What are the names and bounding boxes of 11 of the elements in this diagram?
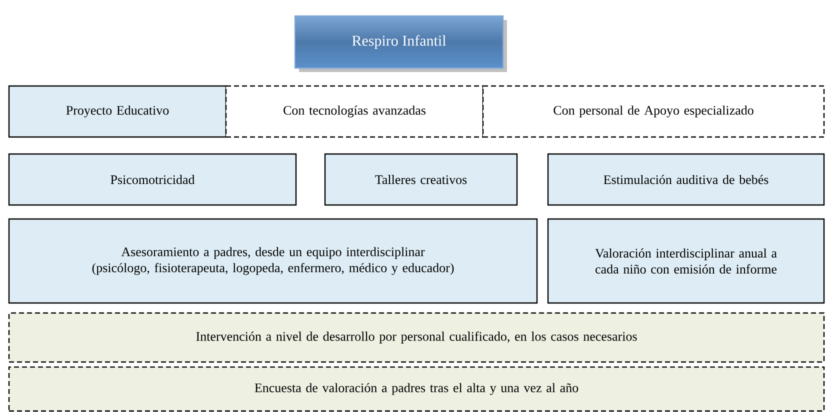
text-box: Psicomotricidad [8, 153, 297, 206]
title-box: Respiro Infantil [294, 15, 507, 72]
text-box: Valoración interdisciplinar anual a cada niño con emisión de informe [547, 218, 825, 304]
text-box: Proyecto Educativo [8, 85, 227, 138]
text-box: Asesoramiento a padres, desde un equipo interdisciplinar (psicólogo, fisioterapeuta, logopeda, enfermero, médico y educador) [8, 218, 538, 304]
text-box: Estimulación auditiva de bebés [547, 153, 825, 206]
text-box: Talleres creativos [324, 153, 518, 206]
text-box: Intervención a nivel de desarrollo por personal cualificado, en los casos necesarios [8, 312, 825, 363]
text-box: Con tecnologías avanzadas [225, 85, 484, 138]
text-box: Con personal de Apoyo especializado [482, 85, 825, 138]
text-box: Encuesta de valoración a padres tras el alta y una vez al año [8, 366, 825, 412]
